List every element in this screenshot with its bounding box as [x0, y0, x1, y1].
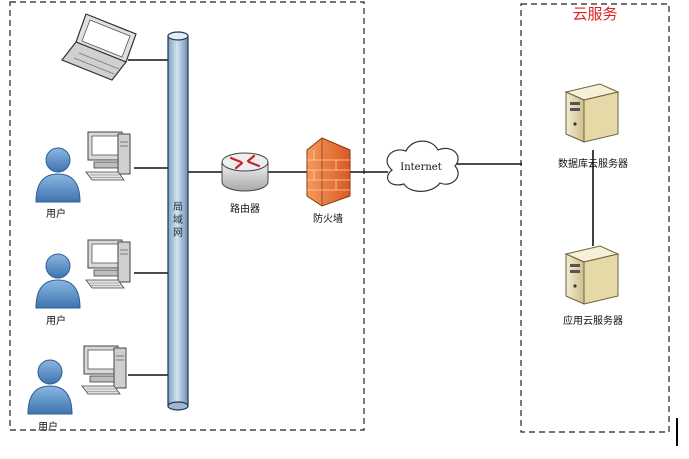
router-icon	[221, 152, 269, 192]
person-icon	[27, 359, 73, 415]
firewall-label: 防火墙	[313, 212, 343, 225]
internet-label: Internet	[400, 162, 441, 173]
user-label-2: 用户	[46, 314, 66, 327]
lan-zone-border	[9, 1, 365, 431]
desktop-computer-icon	[85, 239, 131, 289]
application-server-icon	[565, 245, 619, 305]
database-server-icon	[565, 83, 619, 143]
db-server-label: 数据库云服务器	[558, 157, 628, 170]
lan-label-char-3: 网	[173, 227, 183, 239]
user-label-3: 用户	[38, 420, 58, 433]
lan-bus	[167, 31, 189, 411]
cloud-zone-border	[520, 3, 670, 433]
desktop-computer-icon	[81, 345, 127, 395]
user-1	[35, 131, 131, 203]
laptop-icon	[61, 13, 137, 81]
cloud-zone-title: 云服务	[572, 5, 617, 23]
user-2	[35, 239, 131, 309]
lan-label-char-2: 域	[173, 213, 183, 226]
app-server-label: 应用云服务器	[563, 314, 623, 327]
person-icon	[35, 253, 81, 309]
lan-label-char-1: 局	[173, 201, 183, 213]
user-3	[27, 345, 127, 415]
connection-lines	[128, 59, 594, 376]
internet-cloud-icon	[386, 140, 459, 192]
person-icon	[35, 147, 81, 203]
user-label-1: 用户	[46, 207, 66, 220]
firewall-icon	[306, 137, 351, 207]
desktop-computer-icon	[85, 131, 131, 181]
router-label: 路由器	[230, 202, 260, 215]
